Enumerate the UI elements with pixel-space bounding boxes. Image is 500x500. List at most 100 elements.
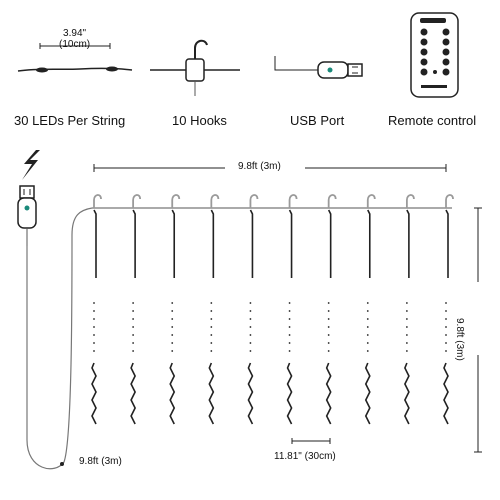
continuation-dot: [288, 326, 291, 328]
power-icon: [22, 150, 40, 180]
continuation-dot: [327, 302, 330, 304]
strand-upper: [210, 209, 215, 278]
continuation-dot: [288, 334, 291, 336]
strand-lower: [130, 362, 137, 425]
led-spacing-label: 3.94" (10cm): [59, 28, 90, 50]
hook-icon: [405, 194, 415, 208]
strand-upper: [327, 209, 332, 278]
continuation-dot: [93, 302, 95, 304]
strand-lower: [91, 362, 97, 425]
continuation-dot: [249, 302, 252, 304]
continuation-dot: [93, 326, 95, 328]
continuation-dot: [210, 350, 213, 352]
continuation-dot: [171, 302, 174, 304]
strand-lower: [169, 362, 176, 425]
continuation-dot: [288, 318, 291, 320]
continuation-dot: [366, 350, 369, 352]
continuation-dot: [93, 318, 95, 320]
continuation-dot: [132, 318, 135, 320]
continuation-dot: [210, 318, 213, 320]
strand-upper: [406, 209, 410, 278]
light-string: [208, 194, 220, 425]
continuation-dot: [366, 302, 369, 304]
remote-graphic: [410, 12, 459, 98]
continuation-dot: [132, 334, 135, 336]
strand-lower: [403, 362, 410, 425]
usb-graphic: [274, 56, 363, 79]
continuation-dot: [405, 334, 408, 336]
continuation-dot: [210, 342, 213, 344]
continuation-dot: [405, 310, 408, 312]
continuation-dot: [288, 350, 291, 352]
continuation-dot: [366, 310, 369, 312]
strand-upper: [367, 209, 371, 278]
continuation-dot: [132, 350, 135, 352]
continuation-dot: [171, 342, 174, 344]
cable-length-label: 9.8ft (3m): [79, 456, 122, 467]
hook-icon: [171, 194, 181, 208]
continuation-dot: [249, 310, 252, 312]
continuation-dot: [132, 326, 135, 328]
hook-graphic: [150, 39, 240, 96]
strand-upper: [132, 209, 136, 278]
light-string: [130, 194, 142, 425]
continuation-dot: [405, 350, 408, 352]
continuation-dot: [210, 302, 213, 304]
strand-lower: [325, 362, 332, 425]
led-spacing-metric: (10cm): [59, 39, 91, 50]
continuation-dot: [445, 326, 447, 328]
continuation-dot: [249, 326, 252, 328]
continuation-dot: [327, 350, 330, 352]
led-spacing-graphic: [17, 43, 133, 73]
led-bulb: [36, 67, 48, 73]
hook-icon: [288, 194, 298, 208]
width-dimension: [93, 164, 447, 172]
string-spacing-label: 11.81" (30cm): [274, 451, 336, 462]
light-strings: [91, 194, 454, 425]
light-string: [364, 194, 376, 425]
spacing-dimension: [291, 438, 331, 444]
light-string: [247, 194, 259, 425]
height-label: 9.8ft (3m): [454, 318, 465, 361]
strand-lower: [286, 362, 293, 425]
strand-lower: [247, 362, 254, 425]
continuation-dot: [405, 302, 408, 304]
continuation-dot: [171, 326, 174, 328]
continuation-dot: [445, 318, 447, 320]
continuation-dot: [288, 342, 291, 344]
strand-upper: [171, 209, 176, 278]
continuation-dot: [327, 334, 330, 336]
continuation-dot: [366, 342, 369, 344]
continuation-dot: [366, 318, 369, 320]
strand-upper: [249, 209, 254, 278]
strand-lower: [208, 362, 215, 425]
continuation-dot: [171, 310, 174, 312]
power-cable: [26, 207, 93, 470]
continuation-dot: [132, 342, 135, 344]
continuation-dot: [171, 318, 174, 320]
usb-port-label: USB Port: [290, 113, 345, 128]
continuation-dot: [327, 310, 330, 312]
usb-plug: [17, 185, 37, 246]
leds-per-string-label: 30 LEDs Per String: [14, 113, 126, 128]
continuation-dot: [445, 342, 447, 344]
hook-icon: [366, 194, 376, 208]
continuation-dot: [327, 342, 330, 344]
height-dimension: [474, 207, 482, 453]
continuation-dot: [445, 302, 447, 304]
led-bulb: [106, 66, 118, 72]
continuation-dot: [405, 318, 408, 320]
hook-icon: [249, 194, 259, 208]
continuation-dot: [366, 326, 369, 328]
light-string: [91, 194, 102, 425]
continuation-dot: [366, 334, 369, 336]
hook-icon: [210, 194, 220, 208]
continuation-dot: [210, 310, 213, 312]
continuation-dot: [249, 318, 252, 320]
continuation-dot: [288, 302, 291, 304]
continuation-dot: [405, 326, 408, 328]
light-string: [286, 194, 298, 425]
continuation-dot: [327, 318, 330, 320]
hook-icon: [93, 194, 102, 208]
continuation-dot: [288, 310, 291, 312]
